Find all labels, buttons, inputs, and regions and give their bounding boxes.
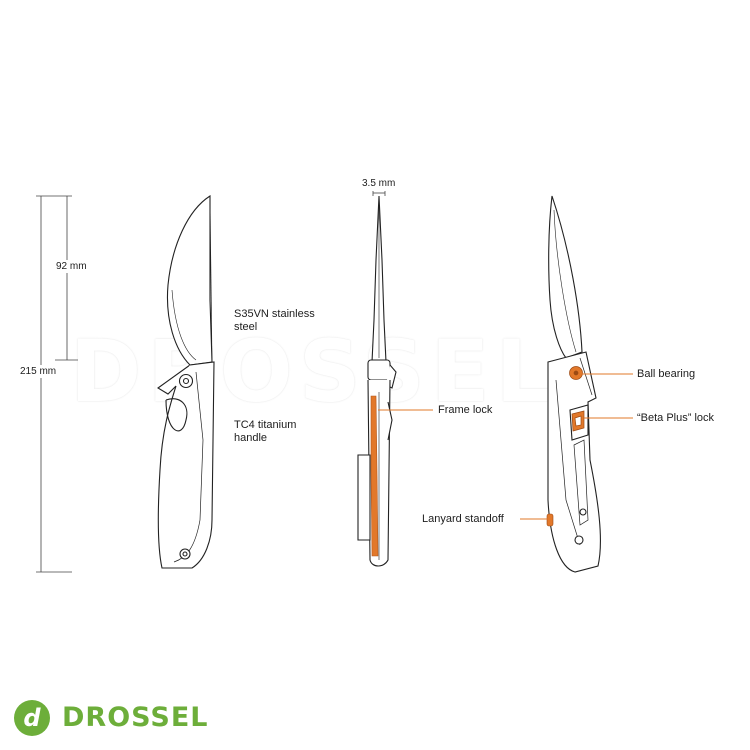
dimension-lines bbox=[36, 191, 386, 573]
knife-side-view bbox=[157, 194, 215, 569]
knife-lock-side-view bbox=[547, 195, 601, 573]
blade-steel-label-line2: steel bbox=[234, 321, 258, 333]
handle-material-label-line2: handle bbox=[234, 432, 268, 444]
drossel-logo: d DROSSEL bbox=[12, 698, 242, 738]
drossel-logo-mark-icon: d bbox=[14, 700, 50, 736]
blade-length-label: 92 mm bbox=[55, 260, 88, 273]
blade-steel-label-line1: S35VN stainless bbox=[234, 308, 315, 320]
thickness-label: 3.5 mm bbox=[362, 178, 396, 189]
total-length-label: 215 mm bbox=[19, 365, 58, 378]
watermark: DROSSEL bbox=[70, 322, 557, 422]
logo-text: DROSSEL bbox=[62, 702, 209, 733]
svg-text:d: d bbox=[23, 704, 41, 732]
frame-lock-highlight bbox=[370, 395, 379, 557]
handle-material-label-line1: TC4 titanium bbox=[234, 419, 297, 431]
ball-bearing-highlight bbox=[569, 366, 583, 380]
beta-lock-highlight bbox=[571, 410, 585, 432]
lanyard-standoff-label: Lanyard standoff bbox=[422, 513, 504, 525]
frame-lock-label: Frame lock bbox=[438, 404, 493, 416]
beta-lock-label: “Beta Plus” lock bbox=[637, 412, 715, 424]
callout-leaders bbox=[378, 373, 633, 520]
lanyard-standoff-highlight bbox=[546, 513, 554, 527]
ball-bearing-label: Ball bearing bbox=[637, 368, 696, 380]
